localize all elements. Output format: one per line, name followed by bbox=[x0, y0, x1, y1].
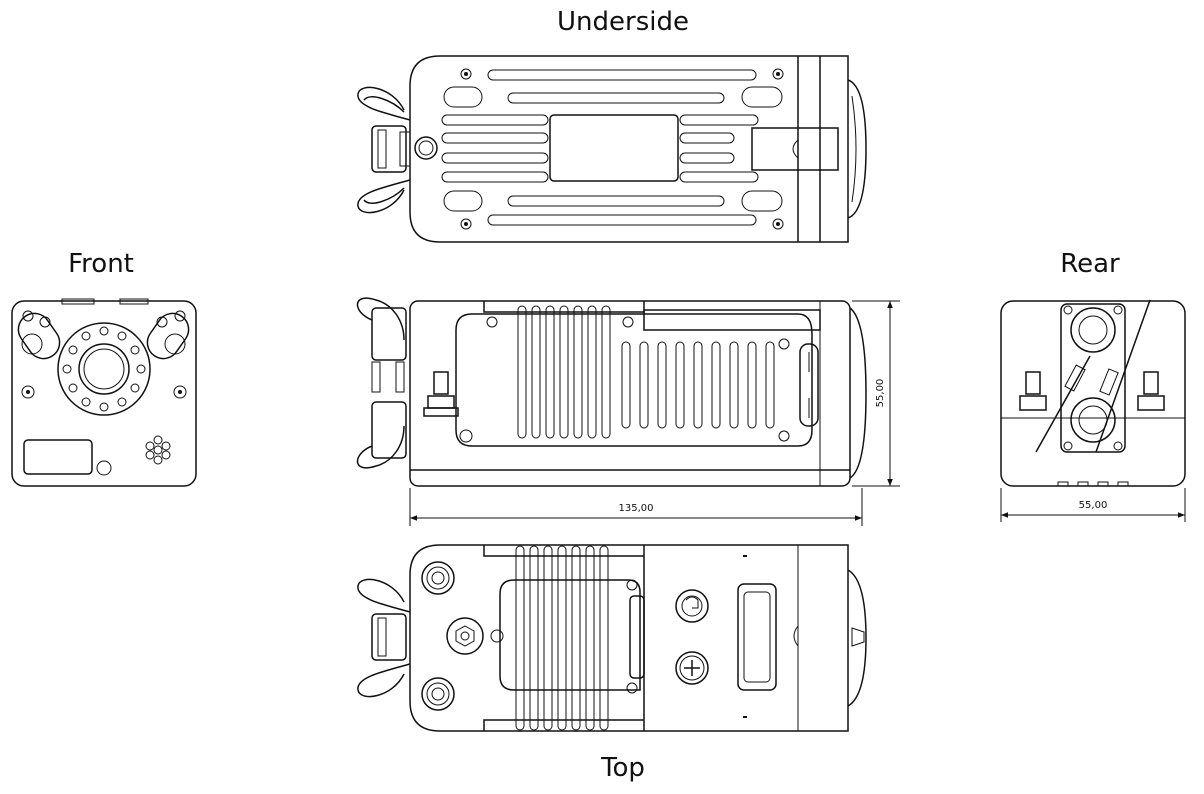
side-view bbox=[356, 297, 867, 487]
underside-view bbox=[357, 55, 867, 243]
front-view bbox=[11, 298, 197, 487]
length-side-value: 135,00 bbox=[619, 503, 654, 514]
cooling-fin bbox=[587, 305, 597, 439]
cooling-fin bbox=[571, 545, 581, 731]
cooling-fin bbox=[621, 341, 631, 429]
cooling-fin bbox=[545, 305, 555, 439]
cooling-fin bbox=[557, 545, 567, 731]
underside-label: Underside bbox=[557, 7, 689, 37]
cooling-fin bbox=[573, 305, 583, 439]
front-label: Front bbox=[68, 249, 134, 279]
cooling-fin bbox=[529, 545, 539, 731]
cooling-fin bbox=[729, 341, 739, 429]
rear-label: Rear bbox=[1060, 249, 1120, 279]
cooling-fin bbox=[639, 341, 649, 429]
rear-view bbox=[1000, 299, 1186, 487]
cooling-fin bbox=[599, 545, 609, 731]
cooling-fin bbox=[543, 545, 553, 731]
cooling-fin bbox=[675, 341, 685, 429]
cooling-fin bbox=[747, 341, 757, 429]
top-view bbox=[357, 544, 867, 732]
cooling-fin bbox=[657, 341, 667, 429]
cooling-fin bbox=[559, 305, 569, 439]
dimension-length-side: 135,00 bbox=[409, 488, 863, 526]
height-side-value: 55,00 bbox=[875, 379, 886, 408]
width-rear-value: 55,00 bbox=[1079, 500, 1108, 511]
cooling-fin bbox=[515, 545, 525, 731]
top-label: Top bbox=[600, 753, 645, 783]
cooling-fin bbox=[711, 341, 721, 429]
cooling-fin bbox=[531, 305, 541, 439]
dimension-height-side: 55,00 bbox=[852, 300, 900, 487]
cooling-fin bbox=[517, 305, 527, 439]
cooling-fin bbox=[585, 545, 595, 731]
cooling-fin bbox=[765, 341, 775, 429]
cooling-fin bbox=[601, 305, 611, 439]
dimension-width-rear: 55,00 bbox=[1000, 488, 1186, 522]
cooling-fin bbox=[693, 341, 703, 429]
